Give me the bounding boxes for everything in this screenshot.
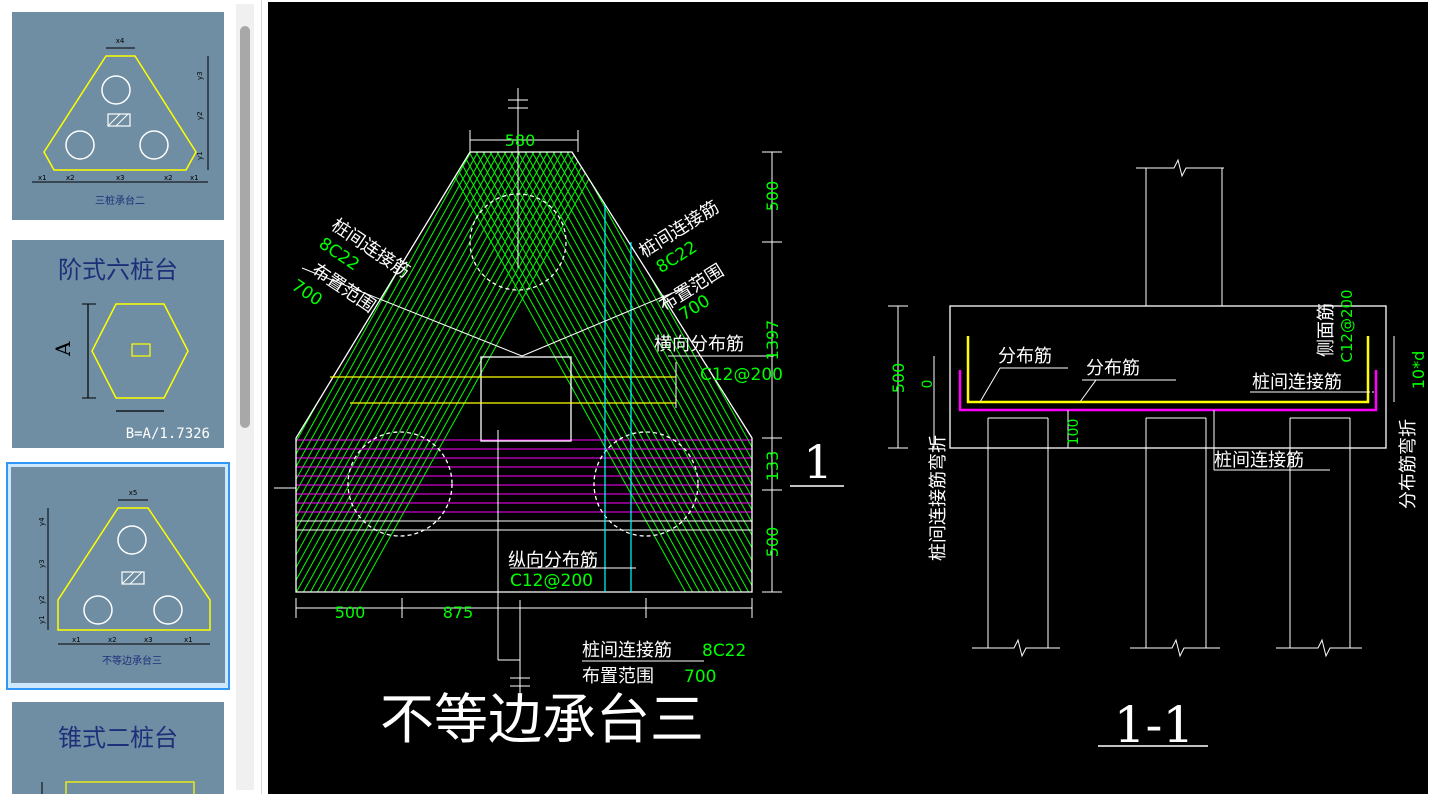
- sidebar-scrollbar[interactable]: [236, 4, 254, 790]
- thumb-label-x2b: x2: [164, 174, 173, 182]
- thumbnail-stepped-six-pile-cap: 阶式六桩台 A B=A/1.7326: [12, 240, 224, 448]
- label-longitudinal-bar: 纵向分布筋: [508, 550, 598, 571]
- thumb-title: 锥式二桩台: [58, 724, 178, 752]
- label-bottom-range: 布置范围: [582, 666, 654, 687]
- thumb-caption: 三桩承台二: [95, 194, 145, 207]
- template-item-stepped-six-pile-cap[interactable]: 阶式六桩台 A B=A/1.7326: [6, 236, 230, 454]
- section-label-right-vertical: 分布筋弯折: [1398, 419, 1419, 509]
- thumb-label-x1b: x1: [190, 174, 199, 182]
- section-label-side-bar: 侧面筋: [1316, 303, 1337, 357]
- dim-vertical-500-top: 500: [763, 181, 782, 212]
- dim-top-width: 580: [505, 131, 536, 150]
- thumb-formula: B=A/1.7326: [126, 426, 210, 442]
- label-bottom-bars: 8C22: [702, 641, 746, 661]
- label-transverse-bar: 横向分布筋: [654, 334, 744, 355]
- section-dim-100: 100: [1066, 419, 1082, 446]
- thumb-label-y2: y2: [196, 111, 204, 120]
- section-mark: 1: [803, 435, 832, 489]
- cad-drawing: 580 500 875 500 1397 133 500 1 桩间连接筋 8C2…: [274, 88, 1428, 754]
- drawing-title: 不等边承台三: [380, 688, 704, 751]
- thumbnail-cone-two-pile-cap: 锥式二桩台: [12, 702, 224, 794]
- thumb-label-y1: y1: [196, 151, 204, 160]
- dim-bottom-mid: 875: [443, 603, 474, 622]
- cad-drawing-canvas: 580 500 875 500 1397 133 500 1 桩间连接筋 8C2…: [268, 2, 1428, 794]
- thumb-label-y4: y4: [38, 517, 46, 526]
- section-cap: [949, 305, 1387, 449]
- thumb-caption: 不等边承台三: [102, 654, 162, 667]
- section-label-distribution-2: 分布筋: [1086, 358, 1140, 379]
- thumb-label-x5: x5: [129, 489, 138, 497]
- pile-left: [347, 431, 453, 537]
- thumb-label-x1b: x1: [184, 636, 193, 644]
- thumb-dim-a: A: [51, 341, 75, 357]
- section-label-distribution-1: 分布筋: [998, 346, 1052, 367]
- label-transverse-spec: C12@200: [700, 365, 783, 385]
- label-bottom-connecting-bar: 桩间连接筋: [582, 640, 672, 661]
- section-label-side-spec: C12@200: [1338, 289, 1356, 362]
- section-dim-0: 0: [920, 380, 936, 389]
- dim-vertical-133: 133: [763, 451, 782, 482]
- thumb-label-x2: x2: [108, 636, 117, 644]
- thumb-label-y3: y3: [196, 71, 204, 80]
- section-label-left-vertical: 桩间连接筋弯折: [928, 435, 949, 561]
- template-item-cone-two-pile-cap[interactable]: 锥式二桩台: [6, 698, 230, 794]
- thumb-label-x1a: x1: [72, 636, 81, 644]
- plan-view: 580 500 875 500 1397 133 500 1 桩间连接筋 8C2…: [274, 88, 844, 751]
- dim-vertical-1397: 1397: [763, 320, 782, 361]
- label-bottom-range-value: 700: [684, 667, 716, 687]
- thumb-label-x2a: x2: [66, 174, 75, 182]
- template-list-panel: x4 y3 y2 y1 x1 x2 x3 x2 x1 三桩承台二 阶式六桩台 A…: [0, 0, 262, 794]
- template-item-three-pile-cap-2[interactable]: x4 y3 y2 y1 x1 x2 x3 x2 x1 三桩承台二: [6, 8, 230, 226]
- thumb-label-y1: y1: [38, 615, 46, 624]
- label-longitudinal-spec: C12@200: [510, 571, 593, 591]
- thumb-label-x3: x3: [116, 174, 125, 182]
- dim-bottom-left: 500: [335, 603, 366, 622]
- thumb-label-x4: x4: [116, 37, 125, 45]
- thumb-title: 阶式六桩台: [58, 256, 178, 284]
- section-dim-500: 500: [889, 363, 908, 394]
- section-label-connecting: 桩间连接筋: [1252, 372, 1342, 393]
- pile-right: [593, 431, 699, 537]
- column: [480, 356, 572, 442]
- dim-vertical-500-bottom: 500: [763, 527, 782, 558]
- template-item-unequal-three-pile-cap[interactable]: x5 y4 y3 y2 y1 x1 x2 x3 x1 不等边承台三: [6, 462, 230, 690]
- section-label-connecting-bottom: 桩间连接筋: [1214, 450, 1304, 471]
- section-title: 1-1: [1114, 696, 1195, 754]
- thumbnail-unequal-three-pile-cap: x5 y4 y3 y2 y1 x1 x2 x3 x1 不等边承台三: [11, 467, 225, 683]
- thumb-label-y3: y3: [38, 559, 46, 568]
- thumb-label-x1a: x1: [38, 174, 47, 182]
- scrollbar-thumb[interactable]: [240, 26, 250, 428]
- thumb-label-y2: y2: [38, 595, 46, 604]
- section-view: 500 0 100 10*d 分布筋 分布筋 桩间连接筋 桩间连接筋 侧面筋 C…: [888, 158, 1428, 754]
- plan-outline: [295, 151, 753, 593]
- thumb-label-x3: x3: [144, 636, 153, 644]
- thumbnail-three-pile-cap-2: x4 y3 y2 y1 x1 x2 x3 x2 x1 三桩承台二: [12, 12, 224, 220]
- section-label-10d: 10*d: [1409, 351, 1428, 390]
